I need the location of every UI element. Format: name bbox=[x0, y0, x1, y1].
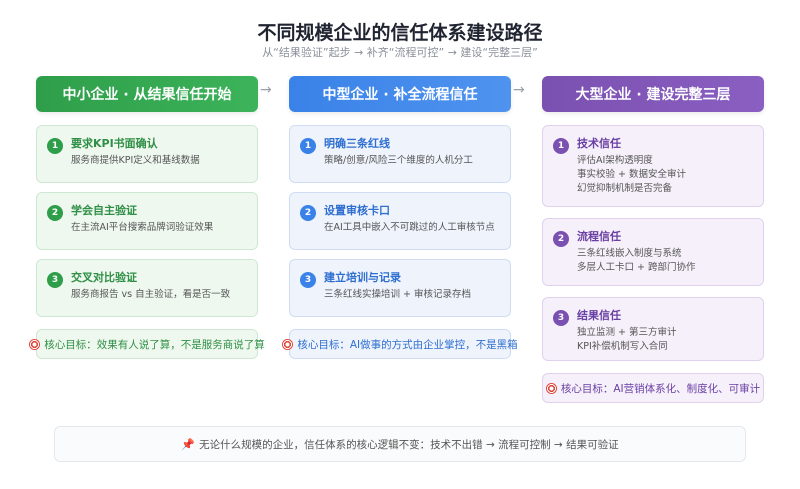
step-number-badge: 1 bbox=[47, 138, 63, 154]
target-icon bbox=[545, 382, 557, 394]
step-card: 1 技术信任 评估AI架构透明度 事实校验 + 数据安全审计 幻觉抑制机制是否完… bbox=[542, 125, 764, 207]
step-desc-line: 幻觉抑制机制是否完备 bbox=[577, 183, 673, 194]
step-title: 流程信任 bbox=[577, 230, 621, 243]
step-desc: 独立监测 + 第三方审计 KPI补偿机制写入合同 bbox=[577, 326, 753, 354]
step-desc-line: KPI补偿机制写入合同 bbox=[577, 341, 668, 352]
step-title: 要求KPI书面确认 bbox=[71, 137, 158, 150]
core-goal-text: 核心目标：效果有人说了算，不是服务商说了算 bbox=[44, 338, 265, 351]
step-title: 结果信任 bbox=[577, 309, 621, 322]
column-header: 中小企业 · 从结果信任开始 bbox=[36, 76, 258, 112]
core-goal: 核心目标：AI做事的方式由企业掌控，不是黑箱 bbox=[282, 329, 518, 359]
step-card: 3 结果信任 独立监测 + 第三方审计 KPI补偿机制写入合同 bbox=[542, 297, 764, 361]
step-number-badge: 1 bbox=[553, 138, 569, 154]
step-number-badge: 3 bbox=[300, 272, 316, 288]
step-card: 3 建立培训与记录 三条红线实操培训 + 审核记录存档 bbox=[289, 259, 511, 317]
step-number-badge: 3 bbox=[47, 272, 63, 288]
step-title: 交叉对比验证 bbox=[71, 271, 137, 284]
step-card: 1 明确三条红线 策略/创意/风险三个维度的人机分工 bbox=[289, 125, 511, 183]
step-desc-line: 三条红线嵌入制度与系统 bbox=[577, 248, 682, 259]
core-goal: 核心目标：效果有人说了算，不是服务商说了算 bbox=[29, 329, 265, 359]
step-card: 2 流程信任 三条红线嵌入制度与系统 多层人工卡口 + 跨部门协作 bbox=[542, 218, 764, 286]
step-title: 明确三条红线 bbox=[324, 137, 390, 150]
core-goal-text: 核心目标：AI营销体系化、制度化、可审计 bbox=[560, 382, 761, 395]
column-small-business: 中小企业 · 从结果信任开始 1 要求KPI书面确认 服务商提供KPI定义和基线… bbox=[29, 76, 265, 359]
step-title: 设置审核卡口 bbox=[324, 204, 390, 217]
step-number-badge: 2 bbox=[300, 205, 316, 221]
target-icon bbox=[282, 338, 294, 350]
arrow-right-icon: → bbox=[513, 82, 525, 98]
step-desc-line: 多层人工卡口 + 跨部门协作 bbox=[577, 262, 696, 273]
pin-icon: 📌 bbox=[181, 437, 196, 451]
step-desc: 服务商报告 vs 自主验证，看是否一致 bbox=[71, 289, 231, 300]
footer-text: 无论什么规模的企业，信任体系的核心逻辑不变：技术不出错 → 流程可控制 → 结果… bbox=[199, 438, 619, 451]
step-number-badge: 3 bbox=[553, 310, 569, 326]
step-desc: 在AI工具中嵌入不可跳过的人工审核节点 bbox=[324, 222, 495, 233]
step-desc: 三条红线实操培训 + 审核记录存档 bbox=[324, 289, 471, 300]
core-goal: 核心目标：AI营销体系化、制度化、可审计 bbox=[542, 373, 764, 403]
step-title: 学会自主验证 bbox=[71, 204, 137, 217]
page-subtitle: 从“结果验证”起步 → 补齐“流程可控” → 建设“完整三层” bbox=[262, 46, 538, 59]
column-mid-business: 中型企业 · 补全流程信任 1 明确三条红线 策略/创意/风险三个维度的人机分工… bbox=[282, 76, 518, 359]
step-desc: 在主流AI平台搜索品牌词验证效果 bbox=[71, 222, 214, 233]
step-desc-line: 事实校验 + 数据安全审计 bbox=[577, 169, 686, 180]
footer-note: 📌 无论什么规模的企业，信任体系的核心逻辑不变：技术不出错 → 流程可控制 → … bbox=[54, 426, 746, 462]
step-card: 1 要求KPI书面确认 服务商提供KPI定义和基线数据 bbox=[36, 125, 258, 183]
step-desc: 评估AI架构透明度 事实校验 + 数据安全审计 幻觉抑制机制是否完备 bbox=[577, 154, 753, 196]
step-card: 2 设置审核卡口 在AI工具中嵌入不可跳过的人工审核节点 bbox=[289, 192, 511, 250]
column-header: 大型企业 · 建设完整三层 bbox=[542, 76, 764, 112]
core-goal-text: 核心目标：AI做事的方式由企业掌控，不是黑箱 bbox=[297, 338, 518, 351]
step-desc: 策略/创意/风险三个维度的人机分工 bbox=[324, 155, 473, 166]
step-desc: 服务商提供KPI定义和基线数据 bbox=[71, 155, 200, 166]
column-large-business: 大型企业 · 建设完整三层 1 技术信任 评估AI架构透明度 事实校验 + 数据… bbox=[542, 76, 764, 403]
step-card: 2 学会自主验证 在主流AI平台搜索品牌词验证效果 bbox=[36, 192, 258, 250]
step-desc-line: 评估AI架构透明度 bbox=[577, 155, 653, 166]
step-number-badge: 2 bbox=[47, 205, 63, 221]
page-title: 不同规模企业的信任体系建设路径 bbox=[257, 22, 543, 44]
step-desc-line: 独立监测 + 第三方审计 bbox=[577, 327, 677, 338]
target-icon bbox=[29, 338, 41, 350]
arrow-right-icon: → bbox=[260, 82, 272, 98]
step-number-badge: 1 bbox=[300, 138, 316, 154]
step-desc: 三条红线嵌入制度与系统 多层人工卡口 + 跨部门协作 bbox=[577, 247, 753, 275]
column-header: 中型企业 · 补全流程信任 bbox=[289, 76, 511, 112]
step-title: 技术信任 bbox=[577, 137, 621, 150]
step-card: 3 交叉对比验证 服务商报告 vs 自主验证，看是否一致 bbox=[36, 259, 258, 317]
step-title: 建立培训与记录 bbox=[324, 271, 401, 284]
step-number-badge: 2 bbox=[553, 231, 569, 247]
